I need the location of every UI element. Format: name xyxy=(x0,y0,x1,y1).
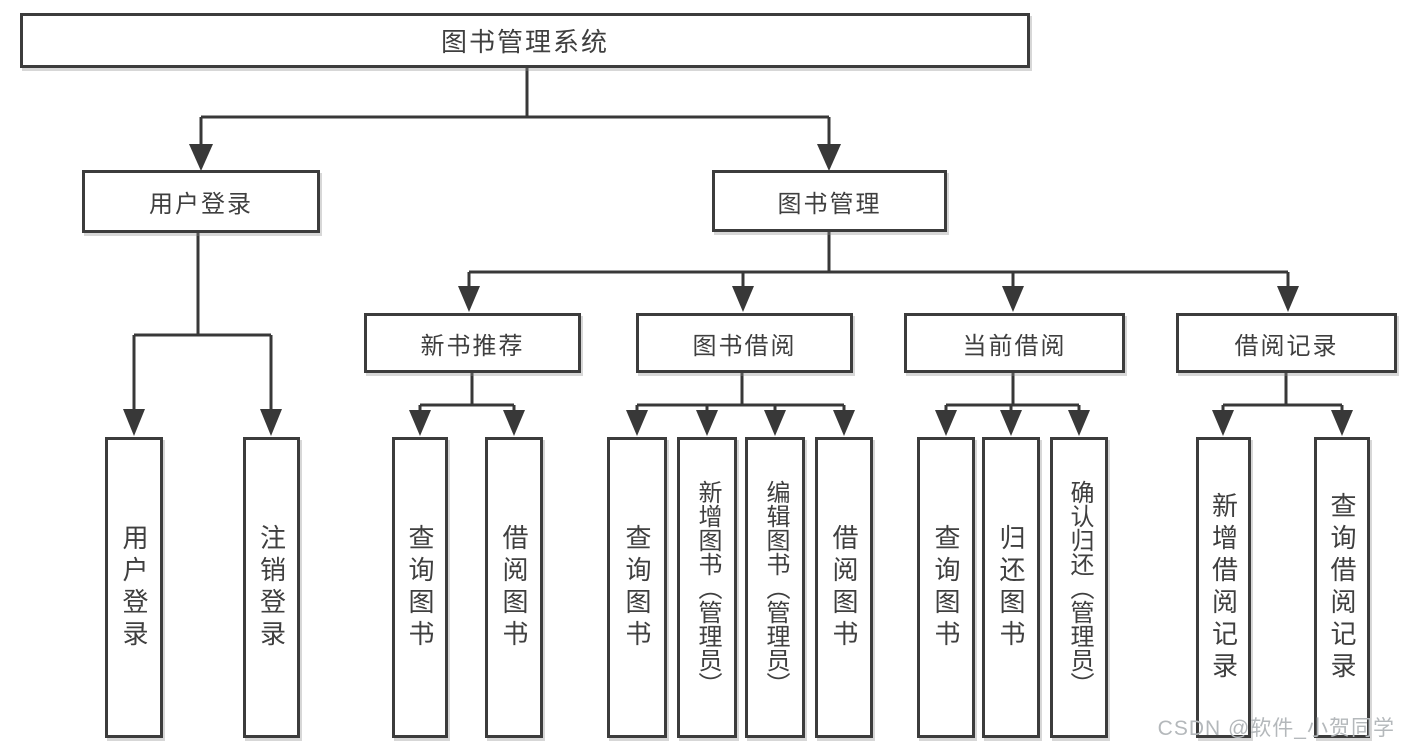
csdn-watermark: CSDN @软件_小贺同学 xyxy=(1157,717,1395,740)
node-new-book-recommendation: 新书推荐 xyxy=(364,313,581,373)
leaf-user-login: 用户登录 xyxy=(105,437,163,738)
node-root: 图书管理系统 xyxy=(20,13,1030,68)
leaf-current-confirm-return-admin: 确认归还（管理员） xyxy=(1050,437,1108,738)
leaf-borrowing-add-book-admin: 新增图书（管理员） xyxy=(677,437,737,738)
node-current-borrowing: 当前借阅 xyxy=(904,313,1125,373)
leaf-current-query-books: 查询图书 xyxy=(917,437,975,738)
connector-new-books-to-leaves xyxy=(409,373,525,436)
leaf-newbooks-borrow-books: 借阅图书 xyxy=(485,437,543,738)
leaf-records-query-record: 查询借阅记录 xyxy=(1314,437,1370,738)
leaf-borrowing-query-books: 查询图书 xyxy=(607,437,667,738)
leaf-newbooks-query-books: 查询图书 xyxy=(392,437,448,738)
node-user-login: 用户登录 xyxy=(82,170,320,233)
connector-current-to-leaves xyxy=(935,373,1090,436)
leaf-current-return-books: 归还图书 xyxy=(982,437,1040,738)
connector-borrowing-to-leaves xyxy=(626,373,855,436)
leaf-records-add-record: 新增借阅记录 xyxy=(1196,437,1251,738)
connector-user-login-to-leaves xyxy=(123,233,282,436)
node-borrowing-records: 借阅记录 xyxy=(1176,313,1397,373)
node-book-management: 图书管理 xyxy=(712,170,947,232)
leaf-borrowing-borrow-books: 借阅图书 xyxy=(815,437,873,738)
leaf-logout: 注销登录 xyxy=(243,437,300,738)
leaf-borrowing-edit-book-admin: 编辑图书（管理员） xyxy=(745,437,805,738)
connector-records-to-leaves xyxy=(1212,373,1353,436)
node-book-borrowing: 图书借阅 xyxy=(636,313,853,373)
connector-root-to-level2 xyxy=(189,68,841,171)
connector-book-mgmt-to-level3 xyxy=(458,232,1299,312)
